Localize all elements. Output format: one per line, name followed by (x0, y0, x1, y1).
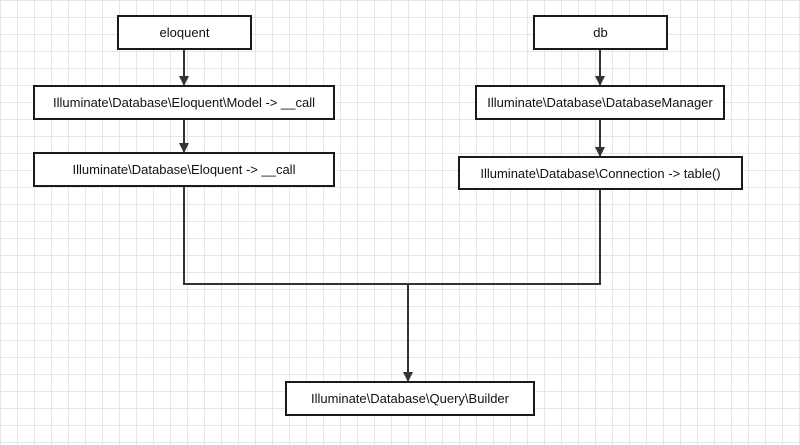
eloquent-node-label: eloquent (159, 25, 210, 40)
eloquent-model-node: Illuminate\Database\Eloquent\Model -> __… (33, 85, 335, 120)
eloquent-node: eloquent (117, 15, 252, 50)
connection-table-node-label: Illuminate\Database\Connection -> table(… (480, 165, 721, 181)
connector-merge (183, 187, 601, 285)
eloquent-call-node-label: Illuminate\Database\Eloquent -> __call (72, 162, 296, 177)
db-node: db (533, 15, 668, 50)
database-manager-node: Illuminate\Database\DatabaseManager (475, 85, 725, 120)
db-node-label: db (593, 25, 608, 40)
query-builder-node-label: Illuminate\Database\Query\Builder (311, 391, 509, 406)
eloquent-call-node: Illuminate\Database\Eloquent -> __call (33, 152, 335, 187)
connection-table-node: Illuminate\Database\Connection -> table(… (458, 156, 743, 190)
database-manager-node-label: Illuminate\Database\DatabaseManager (487, 95, 713, 110)
eloquent-model-node-label: Illuminate\Database\Eloquent\Model -> __… (53, 95, 315, 110)
query-builder-node: Illuminate\Database\Query\Builder (285, 381, 535, 416)
